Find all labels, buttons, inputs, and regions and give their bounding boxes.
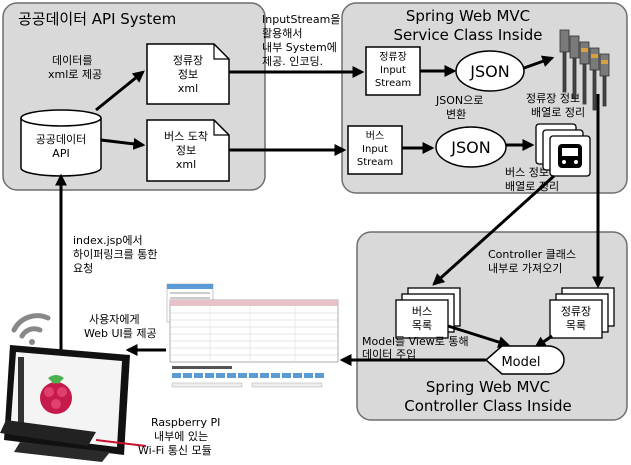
stop-list-line-2: 목록 [566,319,586,332]
web-ui-note-1: 사용자에게 [89,313,140,326]
bring-note-2: 내부로 가져오기 [488,262,562,275]
arrow-db-to-stop-xml [95,70,145,112]
model-node [484,345,565,375]
bus-xml-line-1: 버스 도착 [164,130,208,143]
arrow-bus-info-to-controller [432,174,556,286]
index-note-2: 하이퍼링크를 통한 [73,247,157,261]
stop-stream-line-2: Input [380,65,406,76]
bus-stream-line-2: Input [362,144,388,155]
raspberry-pi-display-icon [0,345,147,462]
service-title-2: Service Class Inside [393,26,542,44]
api-left-note-1: 데이터를 [52,54,92,67]
bus-stream-line-1: 버스 [366,130,384,142]
index-note-1: index.jsp에서 [73,234,143,247]
stop-json-node [455,50,525,92]
bus-stream-line-3: Stream [357,157,393,168]
wifi-icon [11,313,51,345]
api-system-title: 공공데이터 API System [18,10,176,28]
arrow-db-to-bus-xml [100,137,146,150]
json-convert-note-1: JSON으로 [435,94,483,107]
model-label: Model [501,355,540,370]
stop-array-note-1: 정류장 정보 [526,92,580,105]
raspberry-note-1: Raspberry PI [151,416,220,429]
inputstream-note-3: 내부 System에 [262,41,337,54]
model-view-note-1: Model를 View로 통해 [362,334,469,348]
arrow-json-to-stop-icons [523,55,555,70]
web-ui-note-2: Web UI를 제공 [84,327,157,340]
bus-json-node [435,126,507,168]
webpage-thumbnail [166,283,339,388]
arrow-stop-list-to-model [534,334,553,349]
database-label-1: 공공데이터 [36,133,87,146]
bring-note-1: Controller 클래스 [488,248,576,261]
bus-xml-line-3: xml [176,158,196,171]
stop-stream-line-1: 정류장 [379,51,407,63]
service-title-1: Spring Web MVC [406,7,530,25]
bus-list-line-2: 목록 [412,319,432,332]
index-note-3: 요청 [73,262,93,275]
json-convert-note-2: 변환 [446,108,466,121]
arrow-bus-list-to-model [447,324,511,348]
bus-list-stack-icon [395,287,461,339]
bus-xml-document-icon [146,119,230,182]
bus-inputstream-box [347,125,403,175]
stop-xml-document-icon [146,43,230,105]
bus-array-note-1: 버스 정보 [505,166,549,179]
stop-xml-line-3: xml [178,82,198,95]
inputstream-note-1: InputStream을 [262,13,340,26]
stop-array-note-2: 배열로 정리 [531,106,585,119]
inputstream-note-4: 제공. 인코딩. [262,55,323,68]
stop-json-label: JSON [469,62,509,81]
stop-xml-line-2: 정보 [178,68,198,81]
controller-title-2: Controller Class Inside [404,397,571,415]
inputstream-note-2: 활용해서 [262,26,302,40]
raspberry-note-3: Wi-Fi 통신 모듈 [138,444,212,457]
bus-json-label: JSON [450,138,490,157]
stop-list-line-1: 정류장 [561,305,591,318]
controller-title-1: Spring Web MVC [426,378,550,396]
database-label-2: API [52,147,69,160]
stop-stream-line-3: Stream [375,78,411,89]
bus-array-note-2: 배열로 정리 [505,180,559,193]
bus-stop-signs-icon [559,29,610,111]
model-view-note-2: 데이터 주입 [362,348,416,361]
raspberry-note-2: 내부에 있는 [154,430,208,443]
stop-xml-line-1: 정류장 [173,54,203,67]
stop-inputstream-box [365,46,421,96]
stop-list-stack-icon [549,287,615,339]
bus-xml-line-2: 정보 [176,144,196,157]
api-left-note-2: xml로 제공 [48,68,102,81]
bus-documents-icon [535,123,591,177]
bus-list-line-1: 버스 [412,305,432,318]
